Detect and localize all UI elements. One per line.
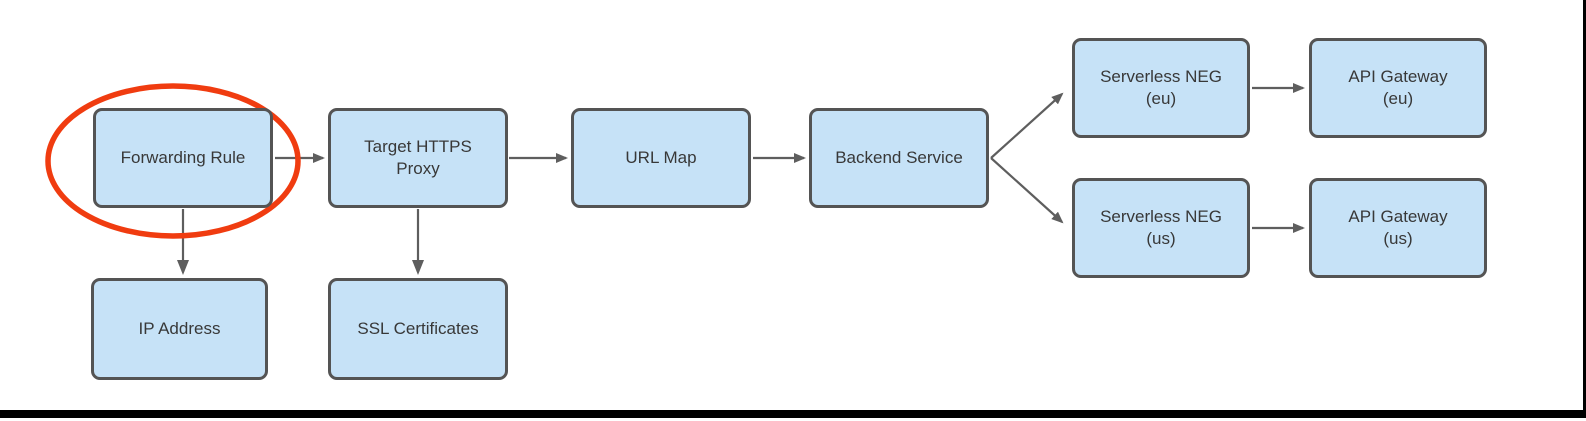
- node-label: Serverless NEG(eu): [1100, 67, 1222, 108]
- frame-right-edge: [1582, 0, 1586, 418]
- edge-backend-service-to-serverless-neg-us: [990, 157, 1064, 224]
- highlight-ellipse: [45, 83, 301, 239]
- node-api-gateway-eu[interactable]: API Gateway(eu): [1309, 38, 1487, 138]
- node-ip-address[interactable]: IP Address: [91, 278, 268, 380]
- frame-bottom-edge: [0, 410, 1586, 418]
- node-serverless-neg-us[interactable]: Serverless NEG(us): [1072, 178, 1250, 278]
- node-label: URL Map: [625, 148, 697, 167]
- node-backend-service[interactable]: Backend Service: [809, 108, 989, 208]
- node-forwarding-rule[interactable]: Forwarding Rule: [93, 108, 273, 208]
- node-serverless-neg-eu[interactable]: Serverless NEG(eu): [1072, 38, 1250, 138]
- node-label: Serverless NEG(us): [1100, 207, 1222, 248]
- edge-backend-service-to-serverless-neg-eu: [990, 92, 1064, 159]
- node-api-gateway-us[interactable]: API Gateway(us): [1309, 178, 1487, 278]
- node-label: API Gateway(us): [1348, 207, 1448, 248]
- node-label: Backend Service: [835, 148, 963, 167]
- node-label: IP Address: [138, 319, 221, 338]
- node-label: SSL Certificates: [357, 319, 479, 338]
- node-label: Forwarding Rule: [120, 148, 246, 167]
- node-url-map[interactable]: URL Map: [571, 108, 751, 208]
- node-ssl-certificates[interactable]: SSL Certificates: [328, 278, 508, 380]
- node-label: API Gateway(eu): [1348, 67, 1448, 108]
